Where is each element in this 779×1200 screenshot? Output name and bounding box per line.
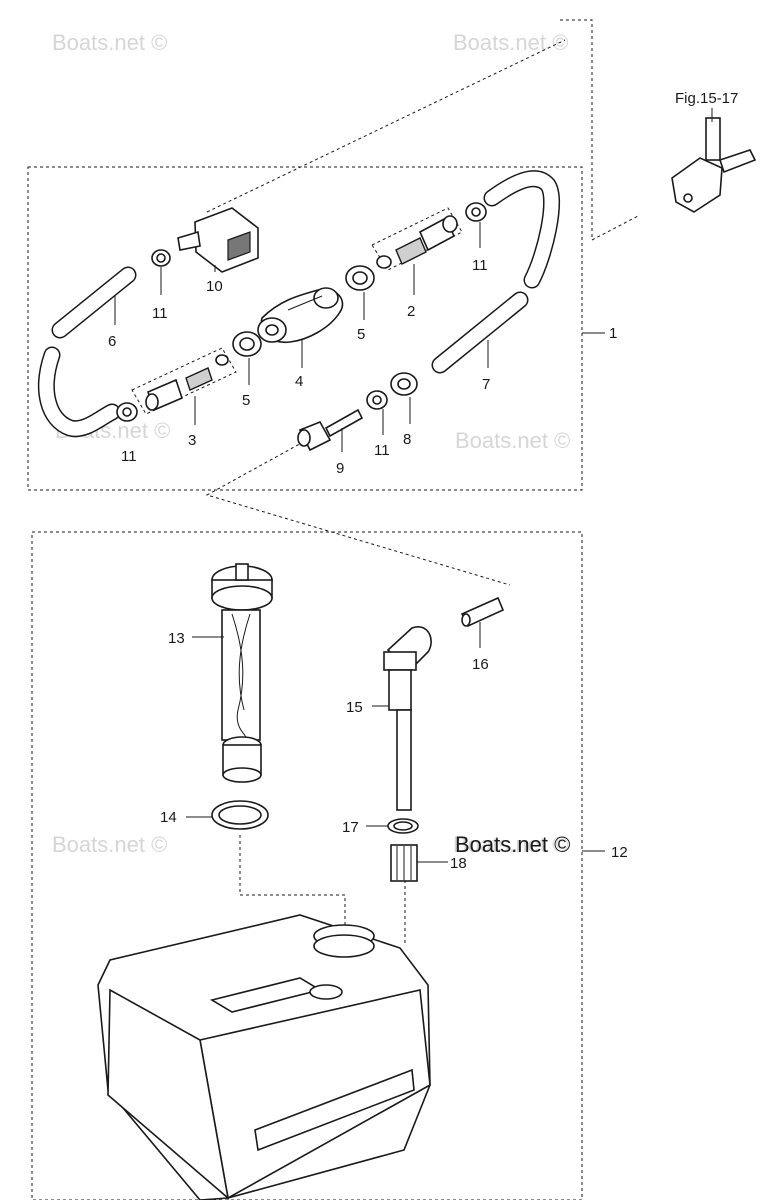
callout-15: 15 bbox=[346, 699, 363, 716]
callout-14: 14 bbox=[160, 809, 177, 826]
callout-12: 12 bbox=[611, 844, 628, 861]
callout-7: 7 bbox=[482, 376, 490, 393]
callout-13: 13 bbox=[168, 630, 185, 647]
callout-3: 3 bbox=[188, 432, 196, 449]
connection-line bbox=[205, 429, 511, 586]
hose-6 bbox=[37, 266, 137, 438]
callout-4: 4 bbox=[295, 373, 303, 390]
pickup-elbow-15 bbox=[383, 626, 432, 811]
callout-10: 10 bbox=[206, 278, 223, 295]
connection-line bbox=[560, 19, 641, 241]
fitting-16 bbox=[460, 596, 505, 628]
callout-2: 2 bbox=[407, 303, 415, 320]
callout-5: 5 bbox=[357, 326, 365, 343]
callout-11: 11 bbox=[472, 257, 488, 274]
callout-9: 9 bbox=[336, 460, 344, 477]
fitting-assembly-2 bbox=[371, 207, 463, 271]
fig-reference-label: Fig.15-17 bbox=[675, 90, 738, 107]
callout-1: 1 bbox=[609, 325, 617, 342]
fuel-gauge-13 bbox=[211, 563, 273, 783]
watermark: Boats.net © bbox=[52, 832, 167, 857]
callout-11: 11 bbox=[374, 442, 390, 459]
callout-11: 11 bbox=[152, 305, 168, 322]
watermark: Boats.net © bbox=[453, 30, 568, 55]
watermark: Boats.net © bbox=[455, 428, 570, 453]
connection-line bbox=[239, 835, 346, 930]
collar-8 bbox=[390, 372, 418, 396]
fuel-tank-12 bbox=[97, 914, 431, 1200]
connection-line bbox=[206, 39, 566, 213]
callout-6: 6 bbox=[108, 333, 116, 350]
callout-17: 17 bbox=[342, 819, 359, 836]
callout-8: 8 bbox=[403, 431, 411, 448]
filter-18 bbox=[390, 844, 418, 882]
hose-7 bbox=[431, 291, 529, 374]
callout-16: 16 bbox=[472, 656, 489, 673]
engine-connector-reference bbox=[671, 108, 757, 213]
hose-upper-right bbox=[483, 170, 561, 289]
collar-5 bbox=[232, 331, 262, 357]
callout-18: 18 bbox=[450, 855, 467, 872]
connector-block-10 bbox=[177, 207, 259, 273]
fuel-tank-group-box bbox=[31, 531, 583, 1200]
watermark: Boats.net © bbox=[52, 30, 167, 55]
hose-assembly-group-box bbox=[27, 166, 583, 491]
watermark: Boats.net © bbox=[453, 832, 568, 857]
collar-5 bbox=[345, 265, 375, 291]
callout-11: 11 bbox=[121, 448, 137, 465]
callout-5: 5 bbox=[242, 392, 250, 409]
tank-connector-9 bbox=[297, 408, 364, 452]
fitting-assembly-3 bbox=[131, 347, 237, 415]
primer-bulb-4 bbox=[257, 287, 344, 343]
watermark-main: Boats.net © bbox=[455, 832, 570, 857]
